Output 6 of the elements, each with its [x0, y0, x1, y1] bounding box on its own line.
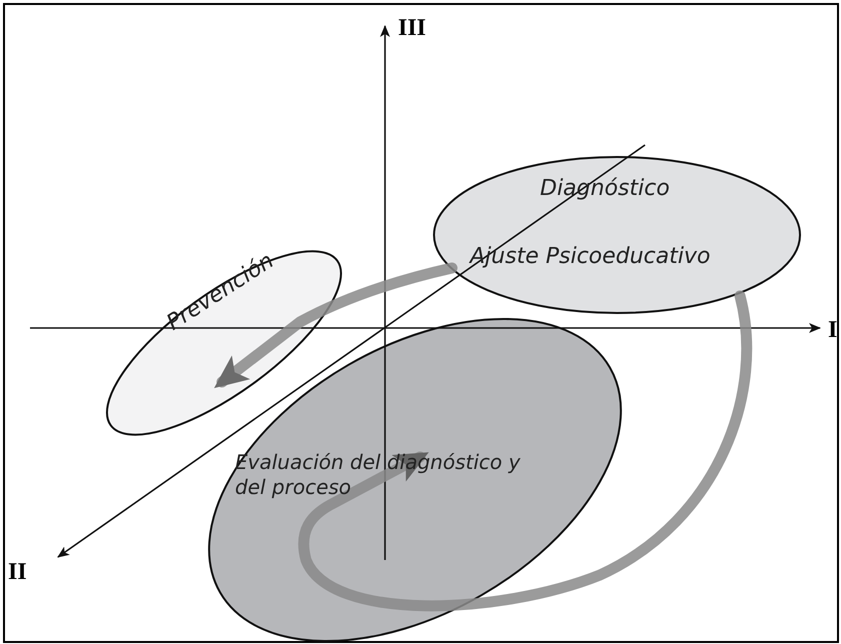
axis-label: II — [8, 560, 27, 584]
spiral-arrow — [214, 262, 458, 388]
spiral-arrow — [298, 290, 752, 612]
ellipse-node — [432, 155, 802, 315]
axis-label: I — [828, 318, 838, 342]
axis-label: III — [398, 16, 426, 40]
